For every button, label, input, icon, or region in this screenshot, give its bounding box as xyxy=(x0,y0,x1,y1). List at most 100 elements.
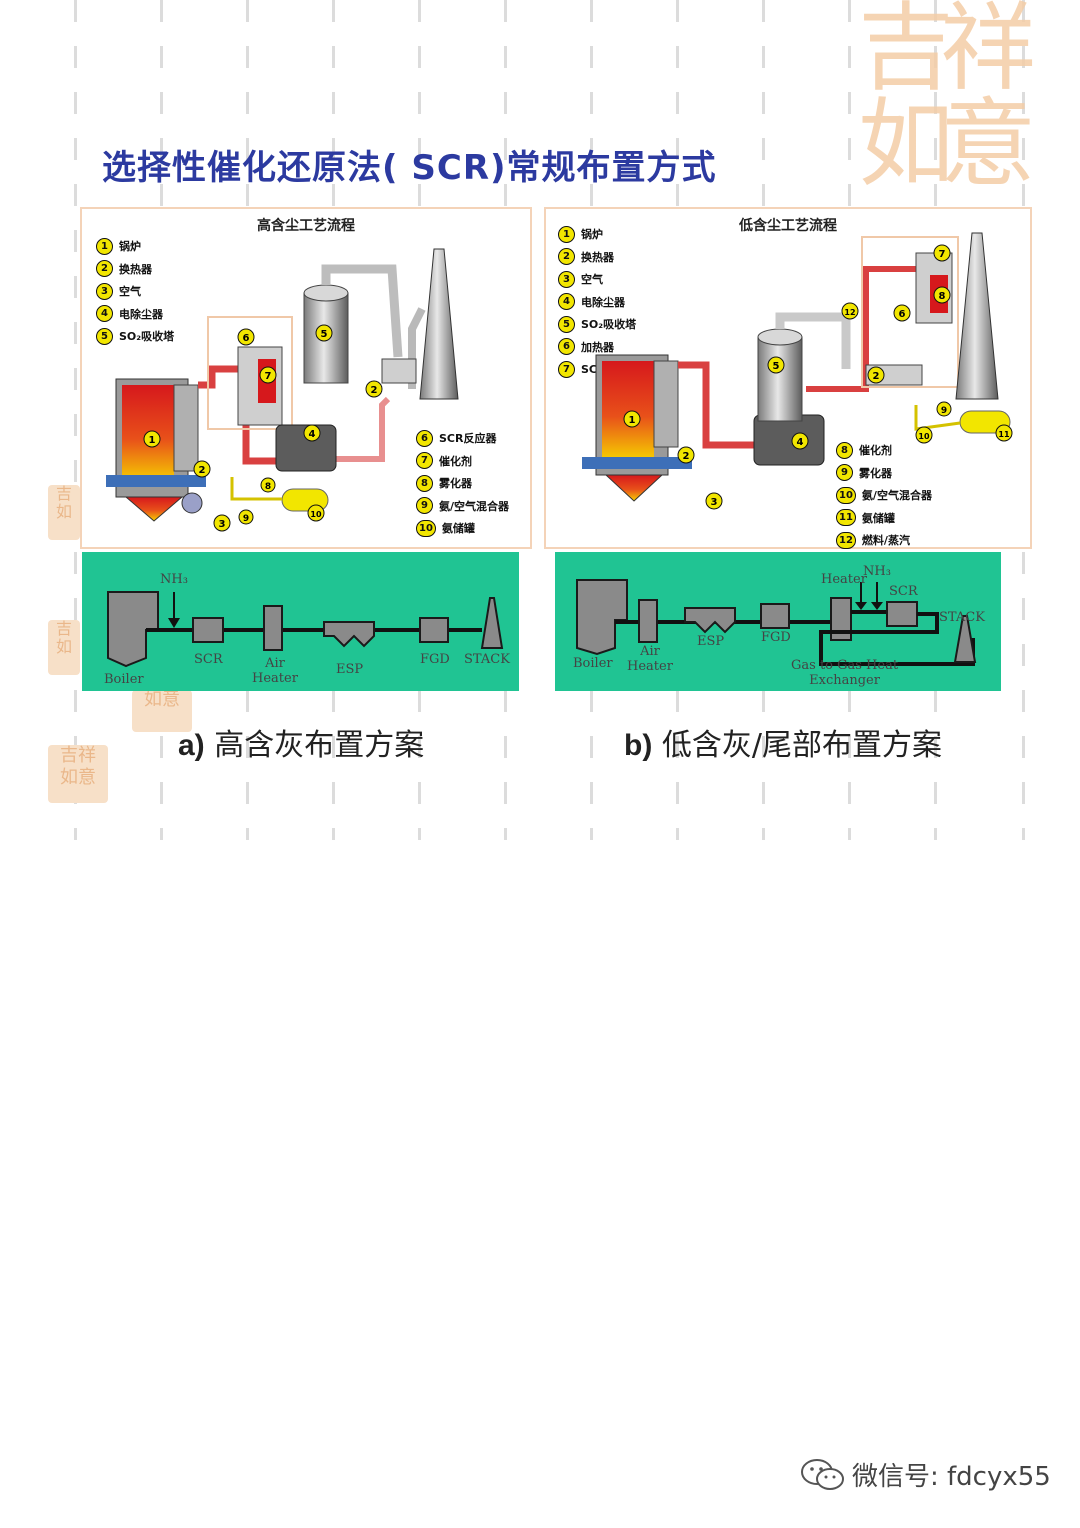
legend-label: 催化剂 xyxy=(859,444,892,458)
caption-b-text: 低含灰/尾部布置方案 xyxy=(661,728,942,763)
legend-number-badge: 4 xyxy=(558,293,575,311)
badge-6 xyxy=(893,304,911,322)
schematic-high-dust: NH₃ Boiler SCR Air Heater ESP FGD STACK xyxy=(82,552,519,691)
boiler-base xyxy=(106,475,206,487)
reheater xyxy=(381,358,417,384)
badge-2b xyxy=(867,366,885,384)
ggh-duct xyxy=(806,266,916,392)
legend-number-badge: 10 xyxy=(836,486,856,504)
badge-1 xyxy=(623,410,641,428)
badge-3 xyxy=(705,492,723,510)
badge-3 xyxy=(213,514,231,532)
label-heater: Heater xyxy=(821,572,867,587)
label-ggh: Gas to Gas Heat Exchanger xyxy=(791,658,899,688)
svg-text:8: 8 xyxy=(265,482,271,492)
seal-large: 吉祥如意 xyxy=(858,0,1036,200)
scr-frame xyxy=(207,316,293,430)
svg-text:3: 3 xyxy=(711,497,718,508)
badge-9 xyxy=(936,401,952,417)
svg-text:9: 9 xyxy=(243,514,249,524)
legend-label: 换热器 xyxy=(581,250,614,264)
legend-label: SO₂吸收塔 xyxy=(119,330,175,344)
svg-text:10: 10 xyxy=(918,432,930,441)
stack-shape xyxy=(953,615,977,663)
badge-2b xyxy=(365,380,383,398)
legend-label: SCR反应器 xyxy=(439,432,497,446)
label-boiler: Boiler xyxy=(573,656,613,671)
seal-small-2: 吉如 xyxy=(48,620,80,675)
badge-11 xyxy=(995,424,1013,442)
legend-number-badge: 5 xyxy=(558,315,575,333)
ammonia-line xyxy=(230,477,282,501)
badge-10 xyxy=(307,504,325,522)
legend-label: 换热器 xyxy=(119,262,152,276)
svg-text:7: 7 xyxy=(939,249,946,260)
legend-label: 催化剂 xyxy=(439,454,472,468)
badge-6 xyxy=(237,328,255,346)
svg-text:12: 12 xyxy=(844,308,855,317)
badge-12 xyxy=(841,302,859,320)
legend-label: 氨/空气混合器 xyxy=(861,489,932,503)
seal-small-1: 吉如 xyxy=(48,485,80,540)
esp xyxy=(753,414,825,466)
watermark-text: 微信号: fdcyx55 xyxy=(852,1462,1051,1492)
boiler-side xyxy=(653,360,679,448)
svg-text:2: 2 xyxy=(371,385,378,396)
panel-b-illustration: 1 2 3 4 5 6 7 8 2 9 10 11 12 xyxy=(582,232,1013,510)
legend-number-badge: 1 xyxy=(558,225,575,243)
caption-b: b) 低含灰/尾部布置方案 xyxy=(624,720,942,764)
caption-b-letter: b) xyxy=(624,729,653,762)
panel-b-title: 低含尘工艺流程 xyxy=(739,218,837,234)
badge-2 xyxy=(193,460,211,478)
legend-number-badge: 7 xyxy=(558,360,575,378)
legend-number-badge: 8 xyxy=(416,474,433,492)
label-scr: SCR xyxy=(889,584,918,599)
svg-text:1: 1 xyxy=(629,415,636,426)
legend-label: 加热器 xyxy=(581,340,614,354)
flue-duct-b xyxy=(312,396,391,462)
seal-small-4: 吉祥如意 xyxy=(48,745,108,803)
caption-a-text: 高含灰布置方案 xyxy=(214,728,425,763)
legend-number-badge: 1 xyxy=(96,237,113,255)
legend-number-badge: 5 xyxy=(96,327,113,345)
ammonia-tank xyxy=(959,410,1011,434)
legend-label: 锅炉 xyxy=(119,240,141,254)
air-fan xyxy=(181,492,203,514)
legend-number-badge: 4 xyxy=(96,305,113,323)
schematic-b-lines xyxy=(576,579,977,666)
label-boiler: Boiler xyxy=(104,672,144,687)
legend-label: 雾化器 xyxy=(439,477,472,491)
badge-9 xyxy=(238,509,254,525)
badge-5 xyxy=(315,324,333,342)
badge-4 xyxy=(791,432,809,450)
legend-item: 8 雾化器 xyxy=(416,472,509,495)
legend-number-badge: 6 xyxy=(416,429,433,447)
wechat-icon xyxy=(801,1458,844,1490)
slide: 吉祥如意 吉如 吉如 如意 吉祥如意 选择性催化还原法( SCR)常规布置方式 … xyxy=(48,0,1036,840)
svg-text:1: 1 xyxy=(149,435,156,446)
legend-number-badge: 9 xyxy=(416,497,433,515)
schematic-a-lines xyxy=(107,591,504,668)
panel-a-illustration: 1 2 3 4 5 6 7 8 9 10 2 xyxy=(106,248,459,532)
svg-text:6: 6 xyxy=(243,333,250,344)
label-nh3: NH₃ xyxy=(863,564,891,579)
legend-label: 氨/空气混合器 xyxy=(439,499,510,513)
svg-text:4: 4 xyxy=(797,437,804,448)
watermark: 微信号: fdcyx55 xyxy=(800,1456,1051,1493)
svg-text:6: 6 xyxy=(899,309,906,320)
esp xyxy=(275,424,337,472)
legend-label: 氨储罐 xyxy=(861,511,895,525)
badge-8 xyxy=(933,286,951,304)
label-fgd: FGD xyxy=(761,630,791,645)
legend-number-badge: 3 xyxy=(558,270,575,288)
schematic-low-dust: Boiler Air Heater ESP FGD Heater NH₃ SCR… xyxy=(555,552,1001,691)
